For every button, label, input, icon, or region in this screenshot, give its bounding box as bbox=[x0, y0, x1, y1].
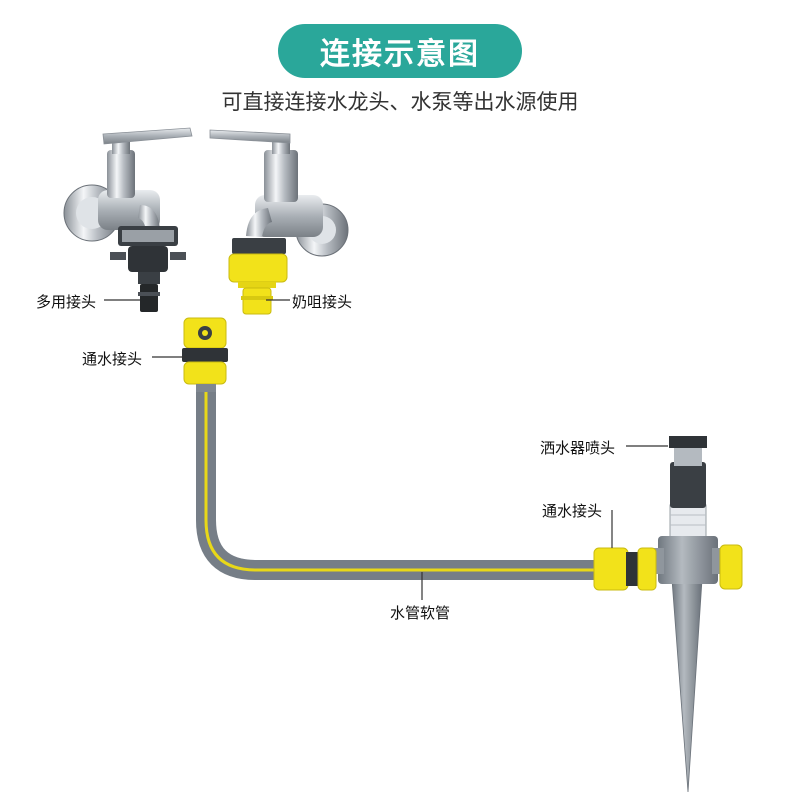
sprinkler bbox=[650, 436, 743, 793]
label-nipple-connector: 奶咀接头 bbox=[292, 293, 353, 311]
hose bbox=[196, 392, 600, 580]
label-water-connector-top: 通水接头 bbox=[82, 350, 143, 368]
label-water-connector-right: 通水接头 bbox=[542, 502, 603, 520]
label-sprinkler-head: 洒水器喷头 bbox=[540, 439, 616, 457]
water-connector-right bbox=[593, 547, 657, 591]
diagram-title: 连接示意图 bbox=[278, 24, 522, 78]
multi-connector bbox=[110, 226, 186, 312]
label-multi-connector: 多用接头 bbox=[36, 293, 97, 311]
left-faucet bbox=[63, 127, 193, 242]
diagram-subtitle: 可直接连接水龙头、水泵等出水源使用 bbox=[221, 90, 579, 114]
callout-lines bbox=[104, 299, 668, 600]
label-hose: 水管软管 bbox=[390, 604, 451, 622]
nipple-connector bbox=[228, 238, 288, 315]
right-faucet bbox=[209, 129, 349, 257]
water-connector-top bbox=[182, 317, 228, 394]
